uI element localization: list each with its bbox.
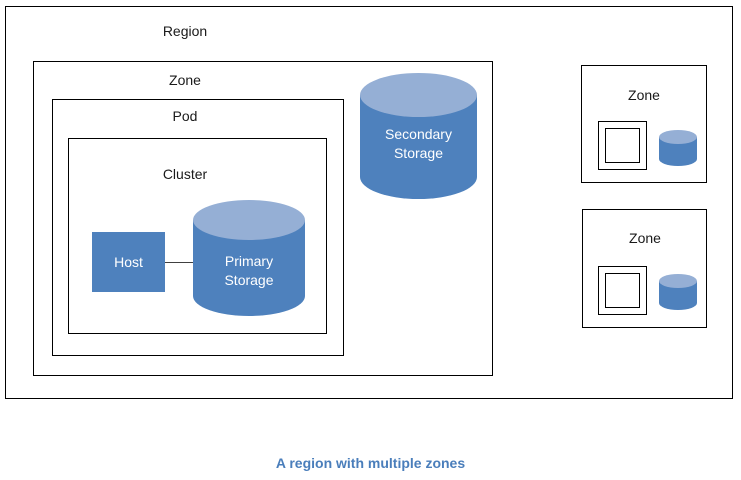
other-zone-2-cluster-icon: [605, 273, 640, 308]
region-box: [5, 6, 733, 399]
secondary-storage-cylinder-icon: [360, 73, 477, 199]
host-label: Host: [114, 254, 143, 270]
other-zone-1-storage-cylinder-icon: [659, 130, 697, 166]
pod-label: Pod: [172, 108, 198, 124]
host-box: Host: [92, 232, 165, 292]
other-zone-label-1: Zone: [628, 87, 660, 103]
cluster-label: Cluster: [162, 166, 208, 182]
other-zone-2-storage-cylinder: [659, 274, 697, 310]
other-zone-label-2: Zone: [629, 230, 661, 246]
other-zone-1-storage-cylinder: [659, 130, 697, 166]
main-zone-box: [33, 61, 493, 376]
primary-storage-cylinder: Primary Storage: [193, 200, 305, 316]
other-zone-2-pod-icon: [598, 266, 647, 315]
other-zone-box-1: [581, 65, 707, 183]
other-zone-box-2: [582, 209, 707, 328]
other-zone-1-cluster-icon: [605, 128, 640, 163]
primary-storage-cylinder-icon: [193, 200, 305, 316]
region-label: Region: [162, 23, 208, 39]
pod-box: [52, 99, 344, 356]
other-zone-2-storage-cylinder-icon: [659, 274, 697, 310]
host-storage-connector: [163, 262, 199, 263]
secondary-storage-cylinder: Secondary Storage: [360, 73, 477, 199]
cluster-box: [68, 138, 327, 334]
other-zone-1-pod-icon: [598, 121, 647, 170]
diagram-caption: A region with multiple zones: [275, 455, 466, 471]
main-zone-label: Zone: [169, 72, 201, 88]
